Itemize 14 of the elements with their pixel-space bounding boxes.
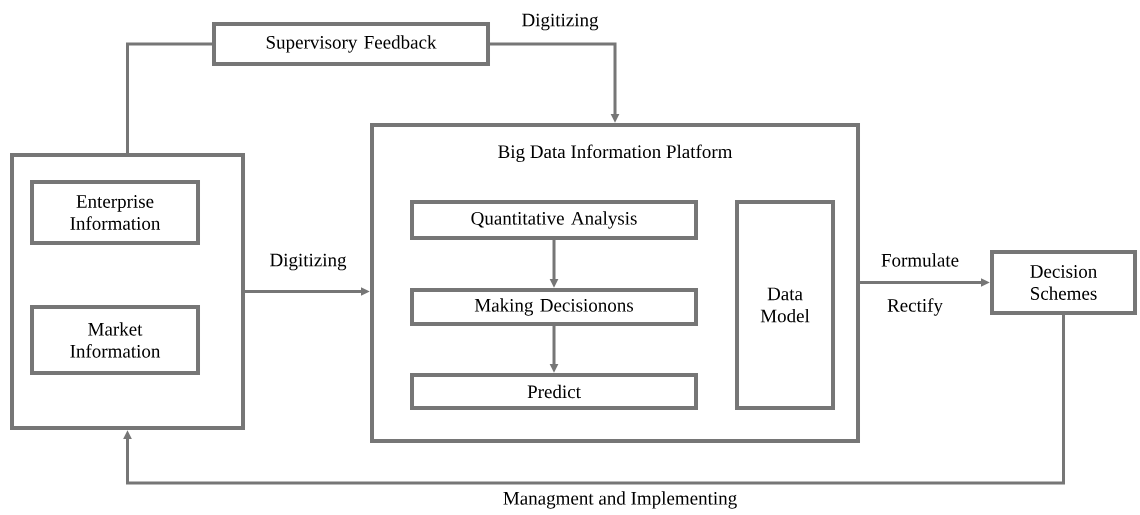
edge-label: Managment and Implementing — [501, 490, 739, 510]
process-box: Predict — [410, 373, 698, 410]
process-box: Making Decisionons — [410, 288, 698, 326]
arrow — [123, 315, 1065, 485]
process-box: Market Information — [30, 305, 200, 375]
process-box: Quantitative Analysis — [410, 200, 698, 240]
process-box: Supervisory Feedback — [212, 22, 490, 66]
process-box: Data Model — [735, 200, 835, 410]
process-box: Decision Schemes — [990, 250, 1137, 315]
edge-label: Digitizing — [520, 12, 600, 32]
process-box: Enterprise Information — [30, 180, 200, 245]
edge-label: Digitizing — [268, 252, 348, 272]
edge-label: Formulate — [879, 252, 961, 268]
annotation-text: Rectify — [886, 297, 944, 317]
